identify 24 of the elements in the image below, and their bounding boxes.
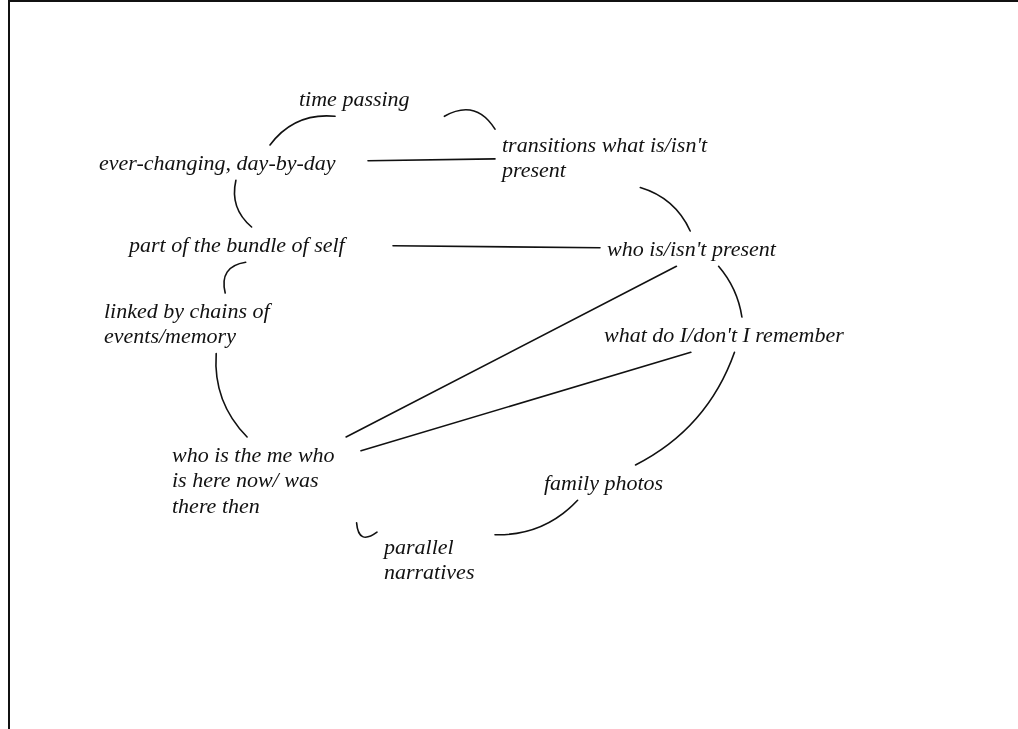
note-text: time passing [295, 84, 455, 114]
connector-line [392, 245, 601, 249]
note-text: linked by chains of events/memory [100, 296, 310, 351]
connector-line [233, 179, 253, 228]
connector-line [494, 499, 579, 536]
note-text: ever-changing, day-by-day [95, 148, 365, 178]
connector-line [443, 109, 496, 130]
note-text: part of the bundle of self [125, 230, 390, 260]
connector-line [717, 265, 743, 318]
connector-line [634, 351, 736, 466]
note-text: who is/isn't present [603, 234, 818, 264]
connector-line [223, 261, 247, 294]
note-text: transitions what is/isn't present [498, 130, 713, 185]
connector-line [367, 158, 496, 162]
connector-line [639, 186, 691, 232]
connector-line [269, 115, 336, 146]
note-text: parallel narratives [380, 532, 492, 587]
note-text: what do I/don't I remember [600, 320, 900, 350]
note-text: who is the me who is here now/ was there then [168, 440, 358, 520]
connector-line [360, 351, 692, 452]
note-text: family photos [540, 468, 700, 498]
connector-line [355, 522, 378, 538]
connector-line [215, 352, 248, 438]
connector-line [345, 265, 678, 438]
